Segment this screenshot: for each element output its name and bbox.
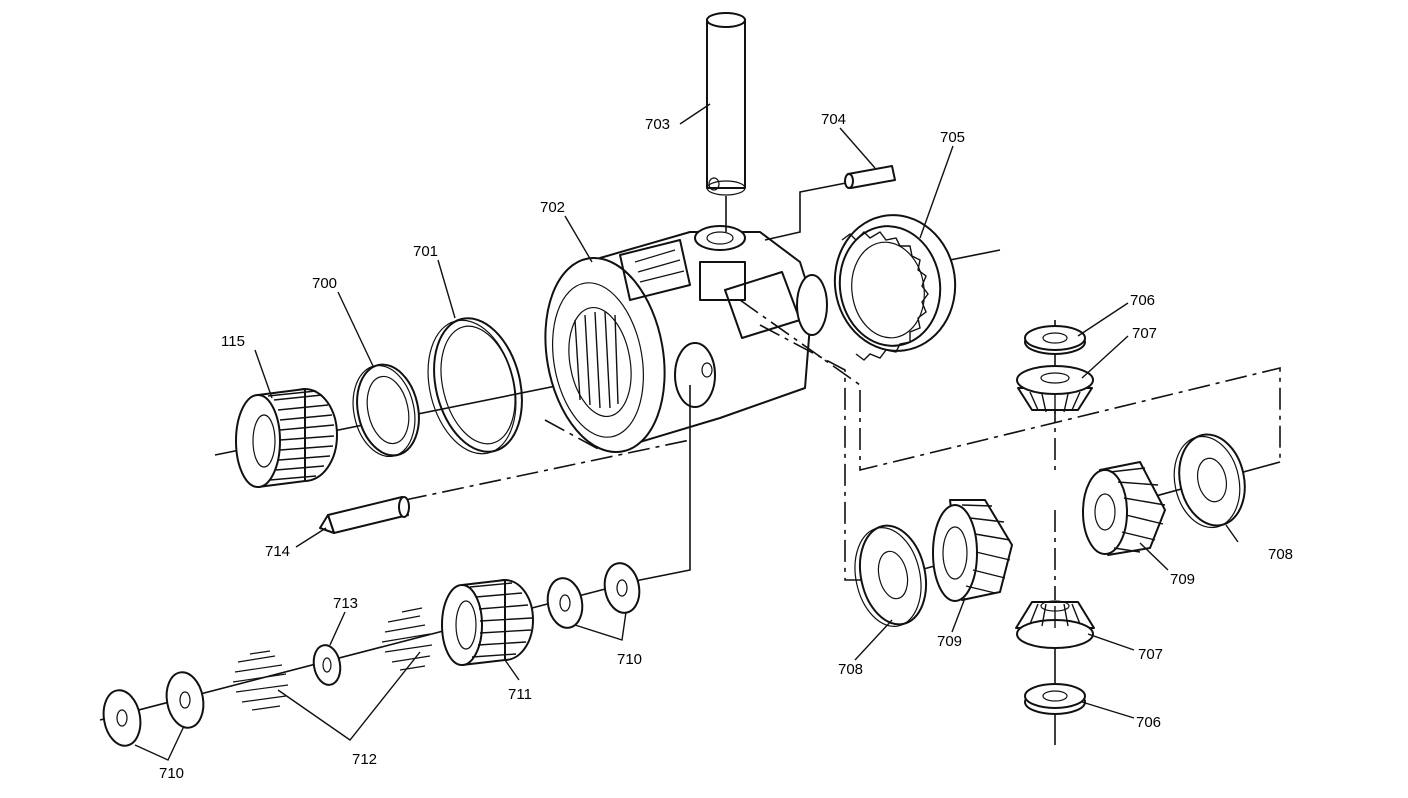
part-702-differential-case [544,225,828,454]
callout-701: 701 [413,243,438,260]
callout-713: 713 [333,595,358,612]
part-709-left-side-gear [932,499,1013,602]
callout-706-bottom: 706 [1136,714,1161,731]
callout-705: 705 [940,129,965,146]
callout-707-bottom: 707 [1138,646,1163,663]
part-704-roll-pin [764,165,896,241]
part-710-washers-right [546,562,641,629]
callout-700: 700 [312,275,337,292]
part-712-needle-rollers [232,607,433,711]
part-700-thrust-washer [352,363,420,458]
callout-710-right: 710 [617,651,642,668]
callout-711: 711 [508,686,532,703]
assembly-dash-lines [404,299,1281,600]
part-709-right-side-gear [1082,461,1166,556]
callout-709-left: 709 [937,633,962,650]
callout-714: 714 [265,543,290,560]
part-713-washer [312,644,342,686]
part-707-lower-pinion-gear [1015,600,1095,649]
callout-706-top: 706 [1130,292,1155,309]
part-714-pin [319,496,410,534]
callout-709-right: 709 [1170,571,1195,588]
part-705-ring-gear [833,214,957,361]
part-115-splined-sleeve [235,388,338,488]
part-708-right-washer [1173,433,1246,529]
callout-labels: 115 700 701 702 703 704 705 706 707 708 … [159,111,1293,782]
callout-708-right: 708 [1268,546,1293,563]
callout-703: 703 [645,116,670,133]
part-711-needle-bearing [441,579,534,666]
part-710-washers-left [102,671,205,747]
part-707-upper-pinion-gear [1016,365,1094,414]
part-701-snap-ring [427,317,523,455]
callout-708-left: 708 [838,661,863,678]
part-706-lower-washer [1024,683,1086,715]
part-706-upper-washer [1024,325,1086,355]
callout-702: 702 [540,199,565,216]
callout-115: 115 [221,333,245,350]
part-703-cross-pin [706,12,746,232]
callout-712: 712 [352,751,377,768]
callout-707-top: 707 [1132,325,1157,342]
callout-710-left: 710 [159,765,184,782]
callout-704: 704 [821,111,846,128]
part-708-left-washer [854,524,927,627]
callout-leaders [134,103,1239,761]
